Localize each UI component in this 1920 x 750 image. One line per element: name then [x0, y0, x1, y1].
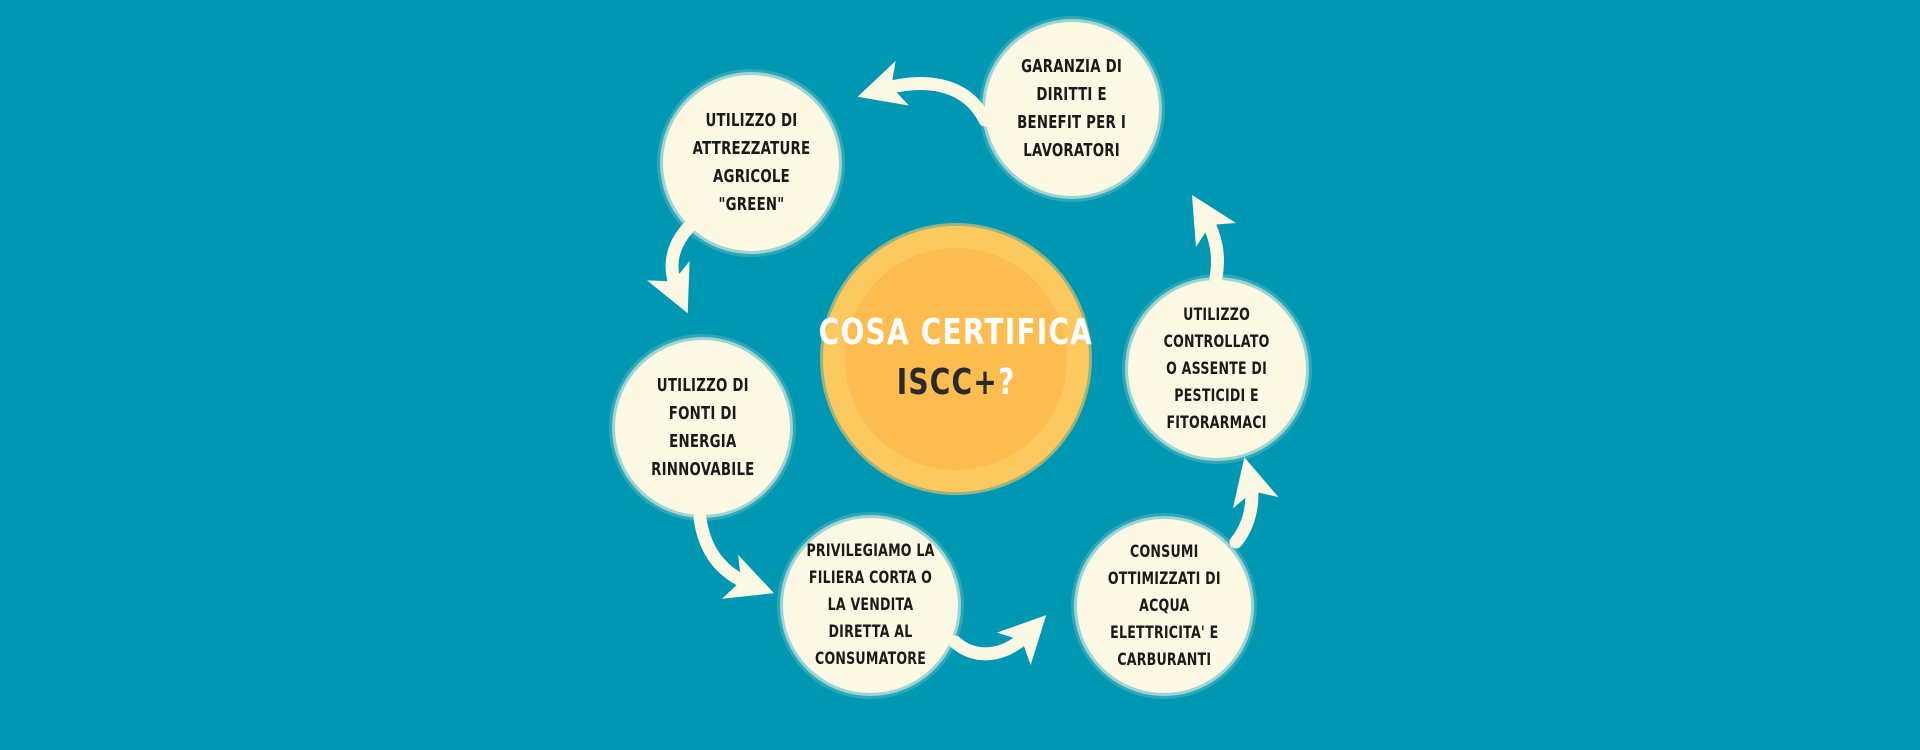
node-consumption: CONSUMI OTTIMIZZATI DI ACQUA ELETTRICITA… — [1077, 519, 1251, 693]
arrow-short-chain-to-consumption — [948, 615, 1047, 666]
node-short-chain: PRIVILEGIAMO LA FILIERA CORTA O LA VENDI… — [783, 518, 958, 693]
node-label: UTILIZZO CONTROLLATO O ASSENTE DI PESTIC… — [1164, 304, 1270, 433]
node-label: CONSUMI OTTIMIZZATI DI ACQUA ELETTRICITA… — [1107, 541, 1221, 670]
arrow-consumption-to-pesticides — [1229, 457, 1279, 549]
node-green-equipment: UTILIZZO DI ATTREZZATURE AGRICOLE "GREEN… — [663, 75, 839, 251]
center-title: COSA CERTIFICA — [818, 312, 1094, 353]
arrow-renewable-energy-to-short-chain — [693, 511, 774, 599]
node-label: UTILIZZO DI ATTREZZATURE AGRICOLE "GREEN… — [692, 110, 810, 215]
node-worker-rights: GARANZIA DI DIRITTI E BENEFIT PER I LAVO… — [985, 22, 1159, 196]
node-label: GARANZIA DI DIRITTI E BENEFIT PER I LAVO… — [1017, 56, 1127, 161]
arrow-pesticides-to-worker-rights — [1191, 194, 1237, 285]
center-subtitle: ISCC+? — [897, 357, 1016, 409]
center-circle: COSA CERTIFICA ISCC+? — [819, 226, 1092, 492]
center-subtitle-main: ISCC+ — [896, 362, 998, 403]
node-pesticides: UTILIZZO CONTROLLATO O ASSENTE DI PESTIC… — [1128, 280, 1306, 458]
arrow-worker-rights-to-green-equipment — [857, 60, 992, 127]
arrow-green-equipment-to-renewable-energy — [647, 221, 695, 314]
node-label: PRIVILEGIAMO LA FILIERA CORTA O LA VENDI… — [806, 541, 935, 669]
center-subtitle-mark: ? — [997, 362, 1016, 403]
node-label: UTILIZZO DI FONTI DI ENERGIA RINNOVABILE — [650, 374, 755, 480]
node-renewable-energy: UTILIZZO DI FONTI DI ENERGIA RINNOVABILE — [615, 340, 790, 515]
